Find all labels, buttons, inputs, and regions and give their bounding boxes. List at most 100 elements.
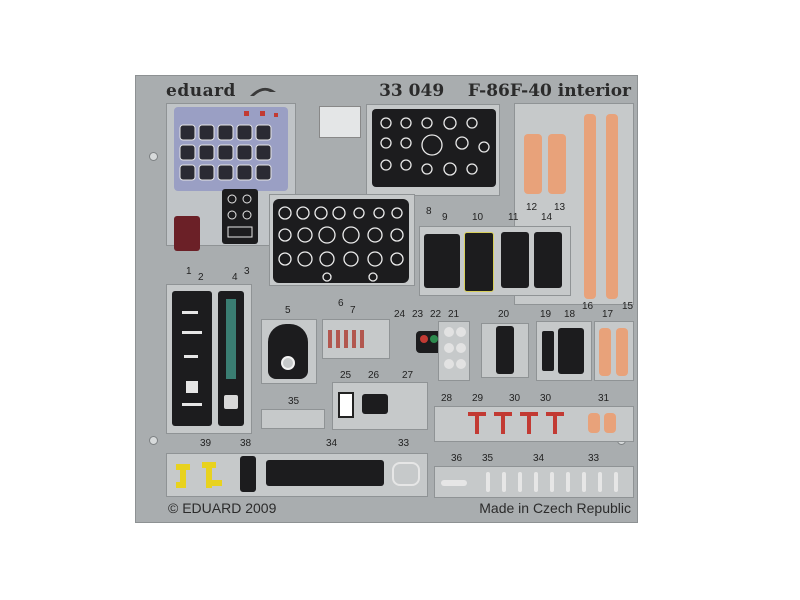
harness-pad-17a xyxy=(599,328,611,376)
part-number-36: 34 xyxy=(326,438,338,449)
maroon-part xyxy=(174,216,200,251)
part-number-30: 30 xyxy=(509,393,521,404)
part-number-39: 39 xyxy=(200,438,212,449)
side-console-4 xyxy=(218,291,244,426)
main-panel-dials xyxy=(278,206,404,282)
console-panel-14 xyxy=(534,232,562,288)
instrument-panel-left xyxy=(174,107,288,191)
part-6-7-sprue xyxy=(322,319,390,359)
part-number-28: 28 xyxy=(441,393,453,404)
part-number-18: 18 xyxy=(564,309,576,320)
part-number-24: 24 xyxy=(394,309,406,320)
part-number-34: 36 xyxy=(451,453,463,464)
switch-row xyxy=(328,330,364,348)
part-number-10: 10 xyxy=(472,212,484,223)
white-block xyxy=(319,106,361,138)
part-number-33: 35 xyxy=(482,453,494,464)
part-number-4: 4 xyxy=(232,272,238,283)
harness-buckle-13 xyxy=(548,134,566,194)
part-36-strip xyxy=(266,460,384,486)
part-number-32: 34 xyxy=(533,453,545,464)
part-number-1: 1 xyxy=(186,266,192,277)
copyright-text: © EDUARD 2009 xyxy=(168,500,277,516)
part-19-dark xyxy=(542,331,554,371)
pin xyxy=(502,472,506,492)
pin xyxy=(534,472,538,492)
part-number-31: 31 xyxy=(598,393,610,404)
part-number-2: 2 xyxy=(198,272,204,283)
made-in-text: Made in Czech Republic xyxy=(479,500,631,516)
part-number-21: 21 xyxy=(448,309,460,320)
part-number-6: 6 xyxy=(338,298,344,309)
set-code: 33 049 xyxy=(379,81,445,101)
part-number-7: 7 xyxy=(350,305,356,316)
pad-31b xyxy=(604,413,616,433)
mounting-hole xyxy=(149,436,158,445)
pin xyxy=(486,472,490,492)
part-35 xyxy=(392,462,420,486)
brand-logo-text: eduard xyxy=(166,81,236,101)
part-number-32b: 33 xyxy=(588,453,600,464)
pin xyxy=(566,472,570,492)
part-number-15: 15 xyxy=(622,301,634,312)
part-number-9: 9 xyxy=(442,212,448,223)
right-panel-dials xyxy=(380,116,490,176)
pin xyxy=(550,472,554,492)
part-number-11: 11 xyxy=(508,212,519,223)
photo-etch-fret: eduard 33 049 F-86F-40 interior 1 3 xyxy=(135,75,638,523)
brand-logo-icon xyxy=(250,87,276,96)
main-instrument-panel xyxy=(273,199,409,283)
part-number-35: 33 xyxy=(398,438,410,449)
console-panel-9 xyxy=(424,234,460,288)
part-37-sprue xyxy=(261,409,325,429)
pin xyxy=(598,472,602,492)
part-number-38: 38 xyxy=(240,438,252,449)
yellow-parts xyxy=(176,462,222,488)
part-18-dark xyxy=(558,328,584,374)
part-number-8: 8 xyxy=(426,206,432,217)
lights-panel xyxy=(416,331,442,353)
part-38 xyxy=(240,456,256,492)
small-switch-panel xyxy=(222,189,258,244)
part-26 xyxy=(362,394,388,414)
part-20-dark xyxy=(496,326,514,374)
part-number-5: 5 xyxy=(285,305,291,316)
part-number-14: 14 xyxy=(541,212,553,223)
side-console-2 xyxy=(172,291,212,426)
part-number-13: 13 xyxy=(554,202,566,213)
part-number-19: 19 xyxy=(540,309,552,320)
part-number-37: 35 xyxy=(288,396,300,407)
set-title: F-86F-40 interior xyxy=(467,81,631,101)
part-number-30b: 30 xyxy=(540,393,552,404)
harness-buckle-12 xyxy=(524,134,542,194)
set-code-title: 33 049 F-86F-40 interior xyxy=(379,81,631,101)
part-21-sprue xyxy=(438,321,470,381)
part-number-25: 25 xyxy=(340,370,352,381)
part-25 xyxy=(338,392,354,418)
instrument-panel-right xyxy=(372,109,496,187)
pin xyxy=(518,472,522,492)
part-34 xyxy=(441,480,467,486)
part-number-3: 3 xyxy=(244,266,250,277)
pin xyxy=(614,472,618,492)
part-number-12: 12 xyxy=(526,202,538,213)
part-number-26: 26 xyxy=(368,370,380,381)
harness-pad-17b xyxy=(616,328,628,376)
instrument-dials xyxy=(179,111,278,181)
console-panel-10 xyxy=(464,232,494,292)
console-panel-11 xyxy=(501,232,529,288)
harness-strap-16 xyxy=(584,114,596,299)
harness-strap-15 xyxy=(606,114,618,299)
part-number-29: 29 xyxy=(472,393,484,404)
part-number-20: 20 xyxy=(498,309,510,320)
part-number-22: 22 xyxy=(430,309,442,320)
mounting-hole xyxy=(149,152,158,161)
pad-31a xyxy=(588,413,600,433)
part-5-dark xyxy=(268,324,308,379)
part-number-27: 27 xyxy=(402,370,414,381)
part-number-17: 17 xyxy=(602,309,614,320)
part-number-16: 16 xyxy=(582,301,594,312)
part-number-23: 23 xyxy=(412,309,424,320)
red-levers xyxy=(468,412,564,434)
pin xyxy=(582,472,586,492)
